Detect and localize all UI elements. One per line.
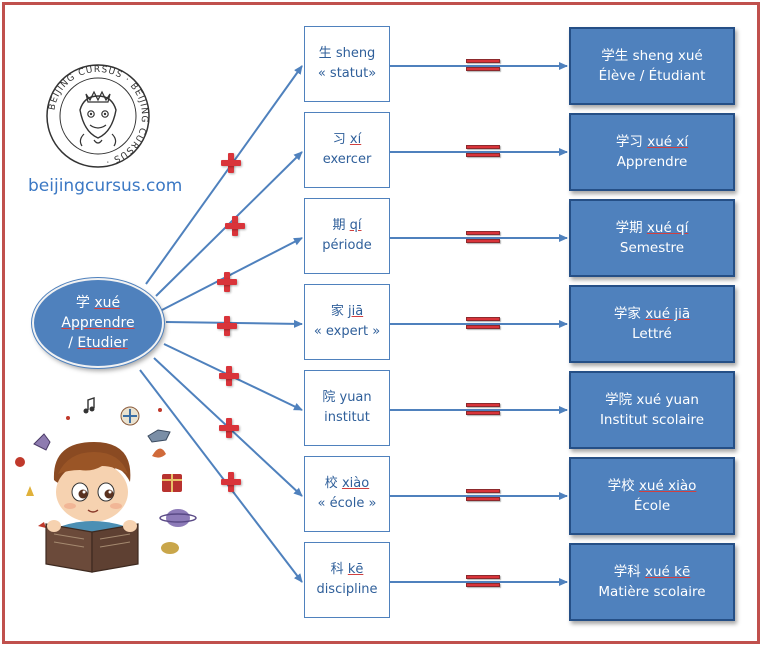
result-box: 学家 xué jiā Lettré [569,285,735,363]
result-hanzi: 学期 [615,220,643,236]
result-pinyin: xué kē [645,564,691,580]
equals-icon [466,403,500,416]
plus-icon [219,418,239,438]
word-hanzi: 校 [324,476,338,491]
equals-icon [466,575,500,588]
result-hanzi: 学家 [613,306,641,322]
plus-icon [219,366,239,386]
result-meaning: Lettré [632,326,672,342]
plus-icon [221,153,241,173]
arrow-center-to-word-1 [145,65,303,285]
result-hanzi: 学科 [613,564,641,580]
result-meaning: Apprendre [616,154,688,170]
word-meaning: « école » [317,496,377,511]
center-character-node: 学 xué Apprendre / Etudier [32,278,164,368]
word-meaning: période [322,238,372,253]
result-hanzi: 学生 [601,48,629,64]
center-separator: / [68,335,78,351]
page-frame [2,2,760,644]
word-meaning: exercer [322,152,372,167]
plus-icon [217,316,237,336]
result-pinyin: sheng xué [632,48,703,64]
equals-icon [466,231,500,244]
word-box: 期 qí période [304,198,390,274]
result-hanzi: 学习 [615,134,643,150]
equals-icon [466,145,500,158]
equals-icon [466,59,500,72]
equals-icon [466,317,500,330]
result-pinyin: xué xí [647,134,689,150]
result-box: 学院 xué yuan Institut scolaire [569,371,735,449]
result-box: 学生 sheng xué Élève / Étudiant [569,27,735,105]
word-box: 生 sheng « statut» [304,26,390,102]
word-box: 家 jiā « expert » [304,284,390,360]
plus-icon [225,216,245,236]
svg-text:BEIJING CURSUS · BEIJING CURSU: BEIJING CURSUS · BEIJING CURSUS · [47,65,149,166]
result-meaning: Institut scolaire [599,412,705,428]
child-reading-illustration [15,397,197,573]
center-hanzi: 学 [75,295,90,311]
result-hanzi: 学校 [607,478,635,494]
word-pinyin: jiā [347,304,364,319]
seal-logo: BEIJING CURSUS · BEIJING CURSUS · [46,64,150,168]
word-pinyin: qí [349,218,362,233]
plus-icon [221,472,241,492]
word-hanzi: 院 [322,390,336,405]
equals-icon [466,489,500,502]
word-pinyin: xiào [341,476,370,491]
word-meaning: discipline [316,582,378,597]
result-meaning: Semestre [619,240,685,256]
result-pinyin: xué qí [646,220,689,236]
result-box: 学科 xué kē Matière scolaire [569,543,735,621]
result-pinyin: xué xiào [638,478,697,494]
result-hanzi: 学院 [605,392,633,408]
plus-icon [217,272,237,292]
result-meaning: Matière scolaire [598,584,706,600]
center-pinyin: xué [94,295,121,311]
result-pinyin: xué jiā [645,306,691,322]
result-box: 学期 xué qí Semestre [569,199,735,277]
word-pinyin: yuan [339,390,372,405]
result-box: 学校 xué xiào École [569,457,735,535]
website-label[interactable]: beijingcursus.com [28,176,183,196]
word-hanzi: 科 [330,562,344,577]
word-meaning: « expert » [313,324,381,339]
word-hanzi: 习 [332,132,346,147]
word-pinyin: sheng [335,46,376,61]
word-pinyin: kē [347,562,364,577]
word-box: 校 xiào « école » [304,456,390,532]
word-box: 习 xí exercer [304,112,390,188]
center-meaning-1: Apprendre [61,315,135,331]
result-pinyin: xué yuan [636,392,699,408]
result-box: 学习 xué xí Apprendre [569,113,735,191]
word-meaning: institut [324,410,370,425]
result-meaning: École [633,498,671,514]
word-meaning: « statut» [317,66,377,81]
arrow-center-to-word-3 [161,237,303,311]
center-meaning-2: Etudier [77,335,128,351]
word-hanzi: 期 [332,218,346,233]
word-pinyin: xí [349,132,362,147]
word-hanzi: 家 [330,304,344,319]
word-hanzi: 生 [318,46,332,61]
result-meaning: Élève / Étudiant [598,68,706,84]
word-box: 科 kē discipline [304,542,390,618]
word-box: 院 yuan institut [304,370,390,446]
arrow-center-to-word-7 [139,369,303,583]
